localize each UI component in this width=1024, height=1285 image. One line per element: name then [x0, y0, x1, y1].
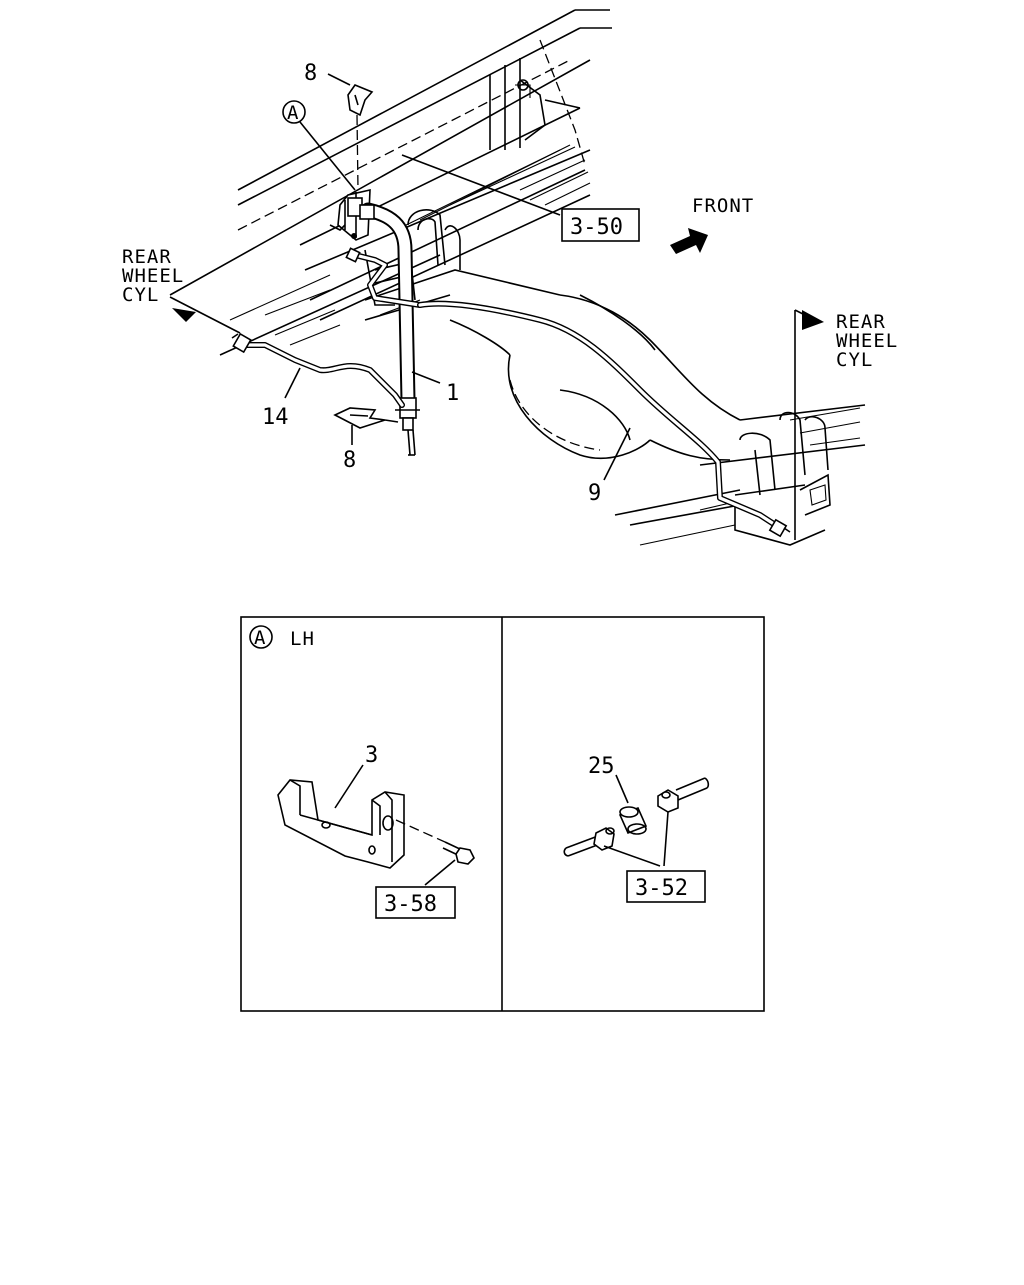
ref-box-3-58[interactable]: 3-58 [375, 886, 456, 919]
front-arrow-icon [670, 228, 708, 254]
detail-side-label: LH [290, 628, 315, 650]
callout-8-bottom: 8 [343, 448, 356, 473]
ref-box-3-50[interactable]: 3-50 [561, 208, 640, 242]
hose-bracket [329, 188, 371, 241]
callout-9: 9 [588, 481, 601, 506]
leaders [169, 73, 796, 540]
callout-1: 1 [446, 381, 459, 406]
rear-wheel-cyl-left: REAR WHEEL CYL [122, 246, 184, 306]
rear-right-line3: CYL [836, 349, 873, 371]
ref-box-3-52-label: 3-52 [635, 876, 688, 901]
callout-25: 25 [588, 754, 615, 779]
rear-right-line1: REAR [836, 311, 886, 333]
rear-left-line3: CYL [122, 284, 159, 306]
bracket-part-3 [277, 779, 405, 869]
u-bolt-right [734, 411, 831, 546]
bolt [442, 841, 475, 865]
detail-ref-circle-top: A [282, 100, 306, 124]
front-label: FRONT [692, 195, 754, 217]
axle-housing [364, 269, 866, 546]
callout-3: 3 [365, 743, 378, 768]
arrow-rear-left [172, 308, 196, 322]
rear-left-line1: REAR [122, 246, 172, 268]
frame-rail [237, 9, 612, 321]
detail-ref-letter: A [254, 627, 266, 649]
clip-bottom [333, 407, 399, 429]
detail-ref-letter-top: A [287, 102, 299, 124]
arrow-rear-right [802, 310, 824, 330]
rear-left-line2: WHEEL [122, 265, 184, 287]
callout-8-top: 8 [304, 61, 317, 86]
flex-hose [359, 202, 420, 456]
callout-14: 14 [262, 405, 289, 430]
ref-box-3-50-label: 3-50 [570, 215, 623, 240]
brake-pipes [231, 247, 791, 538]
clip-top [347, 84, 374, 191]
pipe-joint [563, 777, 710, 857]
ref-box-3-52[interactable]: 3-52 [626, 870, 706, 903]
rear-right-line2: WHEEL [836, 330, 898, 352]
rear-wheel-cyl-right: REAR WHEEL CYL [836, 311, 898, 371]
detail-panel: A LH 3 3-58 [240, 616, 765, 1012]
detail-ref-circle: A [249, 625, 273, 649]
ref-box-3-58-label: 3-58 [384, 892, 437, 917]
